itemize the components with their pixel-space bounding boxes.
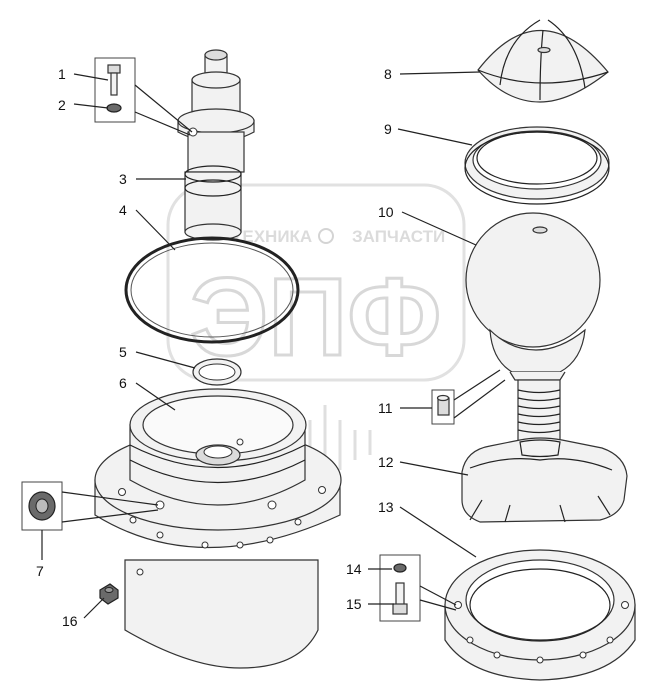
gear-icon: [318, 228, 334, 244]
plug-part: [99, 583, 119, 605]
callout-labels: 1 2 3 4 5 6 7 8 9 10 11 12 13 14 15 16: [36, 66, 394, 629]
callout-5: 5: [119, 344, 127, 360]
leader-bolt-c: [419, 599, 457, 611]
callout-16: 16: [62, 613, 78, 629]
callout-15: 15: [346, 596, 362, 612]
large-o-ring-part: [124, 236, 300, 344]
leader-nut-a: [61, 491, 159, 506]
callout-2: 2: [58, 97, 66, 113]
ball-joint-part: [465, 212, 601, 443]
callout-4: 4: [119, 202, 127, 218]
callout-14: 14: [346, 561, 362, 577]
callout-8: 8: [384, 66, 392, 82]
lower-ring-housing-part: [444, 549, 636, 681]
retaining-ring-part: [464, 126, 610, 205]
callout-7: 7: [36, 563, 44, 579]
leader-washer-to-shaft: [134, 111, 191, 136]
callout-6: 6: [119, 375, 127, 391]
bolt-inset: [94, 57, 136, 123]
leader-bolt-b: [419, 585, 457, 606]
watermark-text-left: ТЕХНИКА: [232, 227, 312, 246]
callout-9: 9: [384, 121, 392, 137]
watermark-text-right: ЗАПЧАСТИ: [352, 227, 445, 246]
leader-pin-b: [453, 379, 506, 419]
leader-bolt-to-shaft: [134, 84, 193, 133]
pin-inset: [431, 389, 455, 425]
small-seal-hole: [198, 363, 236, 381]
shaft-part: [177, 49, 255, 241]
callout-3: 3: [119, 171, 127, 187]
main-housing-part: [94, 388, 342, 669]
dome-cap-part: [477, 19, 609, 103]
watermark-logo: ЭПФ: [190, 256, 441, 379]
leader-pin-a: [453, 369, 501, 401]
nut-inset: [21, 481, 63, 531]
bolt-washer-inset: [379, 554, 421, 622]
large-o-ring-inner: [130, 242, 294, 338]
callout-leaders: [41, 71, 481, 619]
callout-10: 10: [378, 204, 394, 220]
leader-nut-b: [61, 509, 159, 523]
callout-11: 11: [378, 400, 393, 416]
callout-1: 1: [58, 66, 66, 82]
callout-12: 12: [378, 454, 394, 470]
callout-13: 13: [378, 499, 394, 515]
boot-seal-part: [461, 437, 628, 523]
